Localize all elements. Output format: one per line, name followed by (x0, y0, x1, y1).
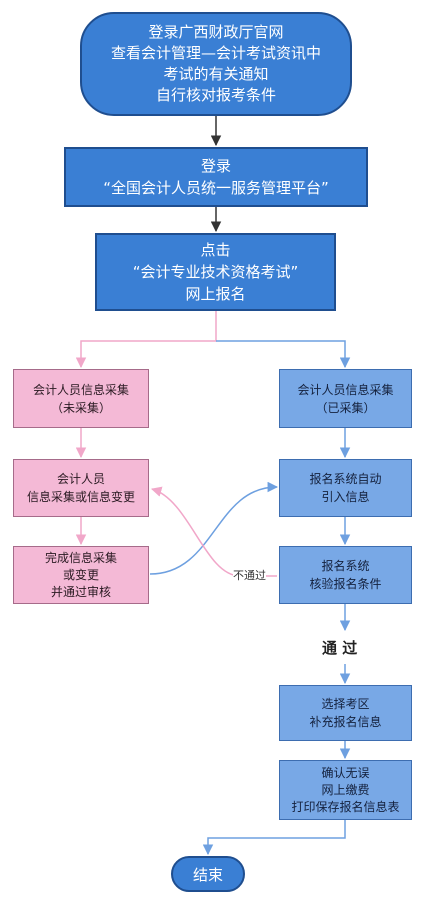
click-line-3: 网上报名 (185, 285, 246, 303)
collect-line-2: 信息采集或信息变更 (26, 490, 135, 504)
start-line-3: 考试的有关通知 (163, 65, 269, 83)
pay-print-node: 确认无误 网上缴费 打印保存报名信息表 (279, 760, 412, 820)
end-label: 结束 (192, 865, 223, 884)
arrow-verify-fail-to-collect (150, 486, 277, 577)
pay-line-1: 确认无误 (321, 765, 370, 780)
complete-line-3: 并通过审核 (50, 584, 111, 599)
uncollected-line-1: 会计人员信息采集 (32, 382, 129, 397)
start-line-4: 自行核对报考条件 (155, 86, 276, 104)
info-uncollected-node: 会计人员信息采集 （未采集） (13, 369, 149, 428)
import-line-2: 引入信息 (321, 490, 370, 504)
choose-area-node: 选择考区 补充报名信息 (279, 685, 412, 741)
start-line-2: 查看会计管理—会计考试资讯中 (110, 44, 321, 62)
collected-line-2: （已采集） (315, 400, 376, 415)
start-line-1: 登录广西财政厅官网 (148, 23, 284, 41)
fail-label: 不通过 (233, 567, 266, 583)
info-collected-node: 会计人员信息采集 （已采集） (279, 369, 412, 428)
complete-line-1: 完成信息采集 (44, 550, 117, 565)
collected-line-1: 会计人员信息采集 (297, 382, 394, 397)
info-collect-or-change-node: 会计人员 信息采集或信息变更 (13, 459, 149, 517)
click-line-2: “会计专业技术资格考试” (132, 263, 299, 281)
login-line-2: “全国会计人员统一服务管理平台” (103, 179, 329, 197)
uncollected-line-2: （未采集） (50, 400, 111, 415)
verify-line-2: 核验报名条件 (309, 577, 382, 591)
arrow-pay-to-end (202, 820, 346, 856)
choose-line-1: 选择考区 (321, 697, 370, 711)
verify-line-1: 报名系统 (321, 559, 370, 573)
click-exam-registration-node: 点击 “会计专业技术资格考试” 网上报名 (95, 233, 336, 311)
complete-line-2: 或变更 (62, 567, 99, 582)
pass-label: 通 过 (318, 637, 362, 658)
login-line-1: 登录 (200, 157, 231, 175)
arrow-complete-to-import (149, 481, 279, 575)
login-platform-node: 登录 “全国会计人员统一服务管理平台” (64, 147, 368, 207)
verify-conditions-node: 报名系统 核验报名条件 (279, 546, 412, 604)
complete-collection-node: 完成信息采集 或变更 并通过审核 (13, 546, 149, 604)
end-node: 结束 (171, 856, 245, 892)
click-line-1: 点击 (200, 241, 231, 259)
collect-line-1: 会计人员 (56, 472, 105, 486)
start-node: 登录广西财政厅官网 查看会计管理—会计考试资讯中 考试的有关通知 自行核对报考条… (80, 12, 352, 116)
arrow-branch-to-uncollected (75, 311, 217, 369)
import-line-1: 报名系统自动 (309, 472, 382, 486)
arrow-branch-to-collected (216, 340, 351, 369)
pay-line-2: 网上缴费 (321, 782, 370, 797)
pay-line-3: 打印保存报名信息表 (291, 799, 400, 814)
choose-line-2: 补充报名信息 (309, 715, 382, 729)
auto-import-node: 报名系统自动 引入信息 (279, 459, 412, 517)
